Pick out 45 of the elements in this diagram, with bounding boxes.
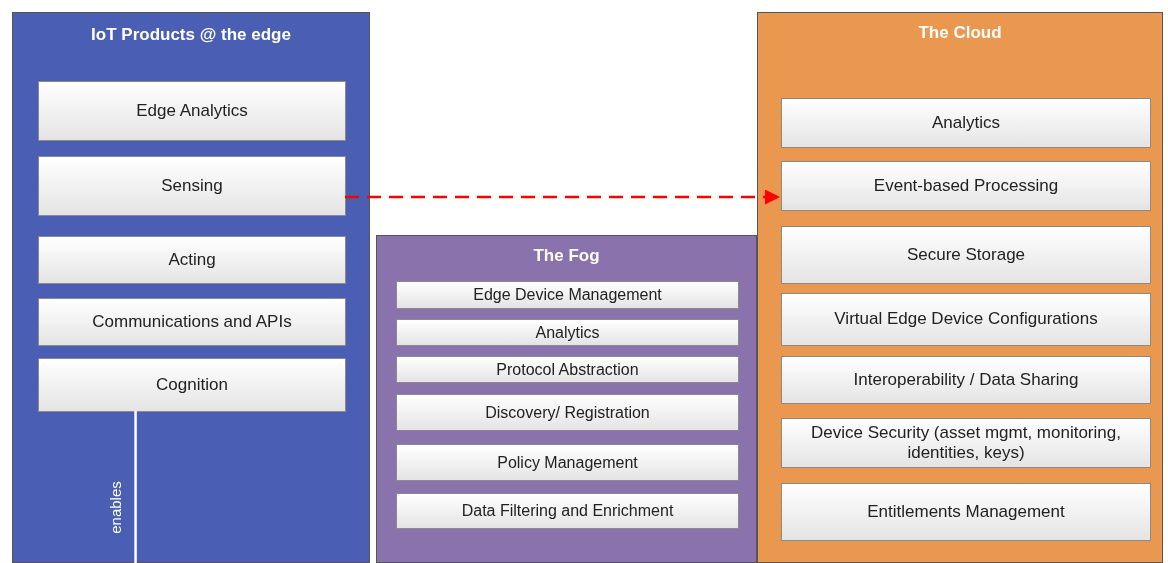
feature-box	[38, 358, 346, 412]
feature-label: Data Filtering and Enrichment	[460, 501, 675, 521]
feature-box	[781, 356, 1151, 404]
feature-label: Device Security (asset mgmt, monitoring, identities, keys)	[810, 422, 1122, 464]
feature-label: Communications and APIs	[91, 311, 293, 333]
edge-label: enables	[106, 480, 124, 534]
feature-label: Event-based Processing	[872, 175, 1060, 197]
feature-box	[396, 356, 739, 383]
feature-label: Discovery/ Registration	[484, 402, 651, 423]
feature-label: Protocol Abstraction	[495, 359, 640, 380]
feature-box	[396, 444, 739, 481]
feature-box	[781, 98, 1151, 148]
feature-box	[781, 418, 1151, 468]
feature-box	[396, 319, 739, 346]
feature-box	[396, 493, 739, 529]
feature-label: Policy Management	[496, 452, 639, 473]
feature-label: Analytics	[931, 112, 1001, 134]
group-panel	[757, 12, 1163, 563]
feature-label: Entitlements Management	[866, 501, 1066, 523]
feature-box	[38, 81, 346, 141]
feature-box	[781, 293, 1151, 346]
panel-title: The Fog	[532, 246, 601, 266]
feature-box	[38, 236, 346, 284]
feature-label: Edge Analytics	[135, 100, 249, 122]
feature-box	[781, 226, 1151, 284]
feature-label: Edge Device Management	[472, 285, 663, 305]
feature-label: Virtual Edge Device Configurations	[833, 309, 1099, 330]
feature-label: Analytics	[534, 322, 601, 343]
feature-box	[38, 156, 346, 216]
arrow	[345, 189, 780, 205]
group-panel	[376, 235, 757, 563]
connector-line	[134, 411, 137, 563]
feature-box	[781, 161, 1151, 211]
panel-title: IoT Products @ the edge	[90, 25, 292, 45]
feature-label: Secure Storage	[905, 244, 1027, 266]
feature-label: Acting	[167, 249, 217, 271]
feature-label: Cognition	[155, 374, 229, 396]
group-panel	[12, 12, 370, 563]
feature-label: Interoperability / Data Sharing	[852, 369, 1080, 391]
feature-box	[396, 281, 739, 309]
panel-title: The Cloud	[917, 23, 1003, 43]
feature-box	[38, 298, 346, 346]
feature-box	[396, 394, 739, 431]
feature-label: Sensing	[160, 175, 224, 197]
feature-box	[781, 483, 1151, 541]
